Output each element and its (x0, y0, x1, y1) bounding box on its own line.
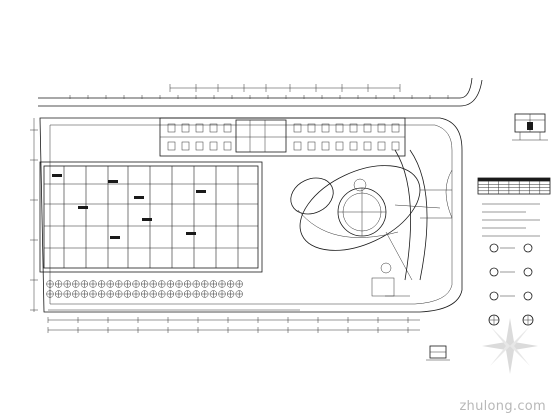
oval-feature (290, 165, 421, 274)
top-road (38, 77, 483, 107)
tree-row (46, 280, 243, 298)
entrance-path (371, 149, 453, 297)
bottom-dimension-lines (47, 309, 420, 333)
legend-table (477, 177, 551, 195)
notes-text (482, 203, 540, 237)
left-dimension-ticks (30, 118, 38, 312)
site-boundary (39, 117, 463, 313)
compass-rose-icon (482, 318, 538, 374)
building-strip (159, 117, 406, 157)
grid-block (39, 161, 263, 273)
road-dimension-ticks (69, 95, 449, 99)
detail-symbols (488, 243, 534, 326)
small-plan-detail (426, 345, 450, 361)
watermark-text: zhulong.com (459, 399, 546, 414)
section-detail (512, 113, 548, 141)
inner-boundary (49, 124, 453, 305)
top-dimension-line (169, 84, 401, 92)
